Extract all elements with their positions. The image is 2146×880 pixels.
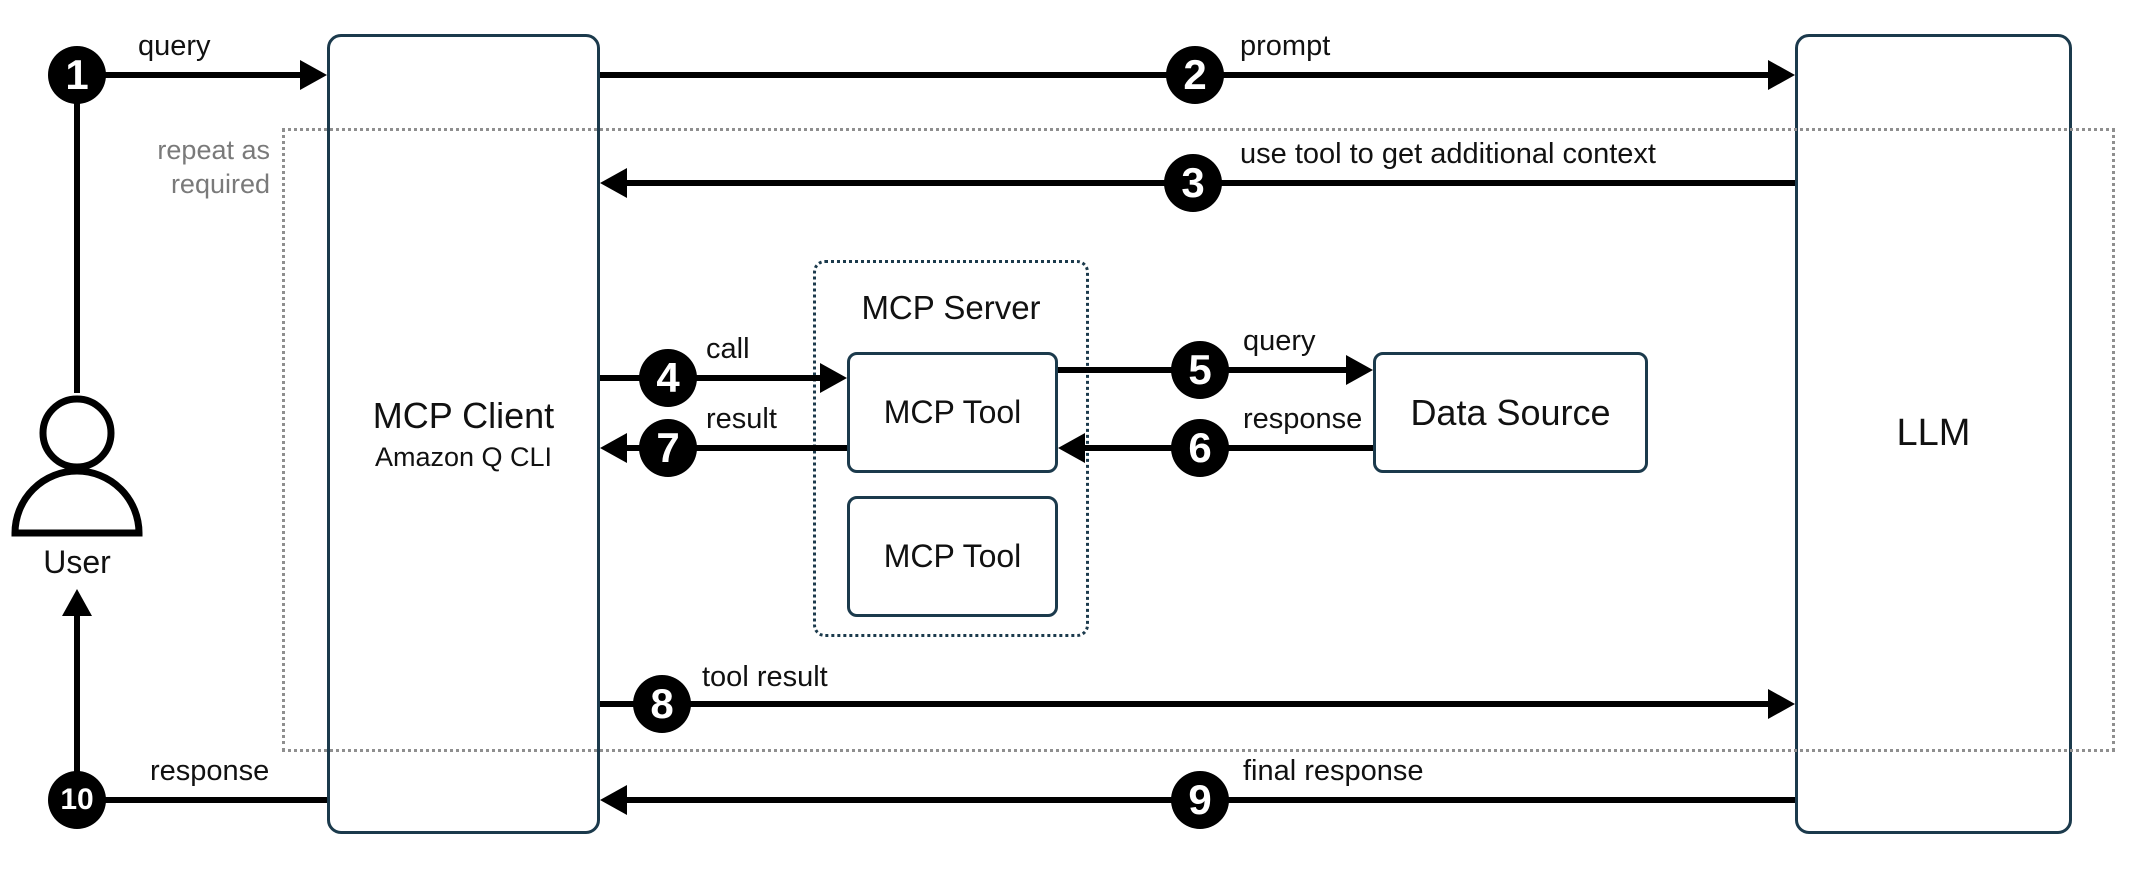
arrow-8-line (600, 701, 1770, 707)
mcp-tool-1-box: MCP Tool (847, 352, 1058, 473)
arrow-10-line (77, 797, 327, 803)
data-source-box: Data Source (1373, 352, 1648, 473)
arrow-to-user-head (62, 589, 92, 616)
mcp-client-box: MCP Client Amazon Q CLI (327, 34, 600, 834)
arrow-3-head (600, 168, 627, 198)
mcp-tool-2-box: MCP Tool (847, 496, 1058, 617)
step-6-circle: 6 (1171, 419, 1229, 477)
step-9-circle: 9 (1171, 771, 1229, 829)
repeat-note-line2: required (170, 168, 270, 199)
step-6-label: response (1243, 403, 1363, 435)
arrow-9-head (600, 785, 627, 815)
step-5-circle: 5 (1171, 341, 1229, 399)
step-2-number: 2 (1183, 51, 1207, 98)
arrow-1-line (77, 72, 301, 78)
user-icon (11, 395, 143, 537)
mcp-client-title: MCP Client (372, 394, 555, 436)
step-6-number: 6 (1188, 424, 1212, 471)
repeat-note: repeat as required (58, 134, 270, 202)
step-9-number: 9 (1188, 776, 1212, 823)
step-8-circle: 8 (633, 675, 691, 733)
arrow-4-line (600, 375, 822, 381)
arrow-to-user-line (74, 614, 80, 774)
step-3-label: use tool to get additional context (1240, 138, 1656, 170)
arrow-1-head (300, 60, 327, 90)
repeat-note-line1: repeat as (157, 135, 270, 165)
step-3-circle: 3 (1164, 154, 1222, 212)
step-9-label: final response (1243, 755, 1424, 787)
arrow-6-head (1058, 433, 1085, 463)
step-7-label: result (706, 403, 777, 435)
mcp-tool-2-title: MCP Tool (883, 538, 1022, 575)
step-1-label: query (138, 30, 211, 62)
arrow-7-line (624, 445, 847, 451)
step-8-number: 8 (650, 680, 674, 727)
step-10-circle: 10 (48, 771, 106, 829)
step-8-label: tool result (702, 661, 828, 693)
step-1-circle: 1 (48, 46, 106, 104)
user-label: User (43, 544, 111, 580)
mcp-client-subtitle: Amazon Q CLI (374, 442, 553, 473)
step-3-number: 3 (1181, 159, 1205, 206)
arrow-5-head (1346, 355, 1373, 385)
mcp-server-title: MCP Server (861, 289, 1041, 326)
step-7-circle: 7 (639, 419, 697, 477)
llm-title: LLM (1896, 412, 1971, 455)
llm-box: LLM (1795, 34, 2072, 834)
user-query-stem-line (74, 100, 80, 393)
step-10-number: 10 (60, 783, 94, 816)
step-7-number: 7 (656, 424, 680, 471)
step-4-label: call (706, 333, 750, 365)
arrow-4-head (820, 363, 847, 393)
step-10-label: response (150, 755, 270, 787)
arrow-8-head (1768, 689, 1795, 719)
step-5-label: query (1243, 325, 1316, 357)
step-4-number: 4 (656, 354, 680, 401)
arrow-7-head (600, 433, 627, 463)
arrow-2-head (1768, 60, 1795, 90)
step-4-circle: 4 (639, 349, 697, 407)
step-1-number: 1 (65, 51, 89, 98)
data-source-title: Data Source (1410, 391, 1611, 433)
step-5-number: 5 (1188, 346, 1212, 393)
mcp-tool-1-title: MCP Tool (883, 394, 1022, 431)
step-2-circle: 2 (1166, 46, 1224, 104)
step-2-label: prompt (1240, 30, 1331, 62)
